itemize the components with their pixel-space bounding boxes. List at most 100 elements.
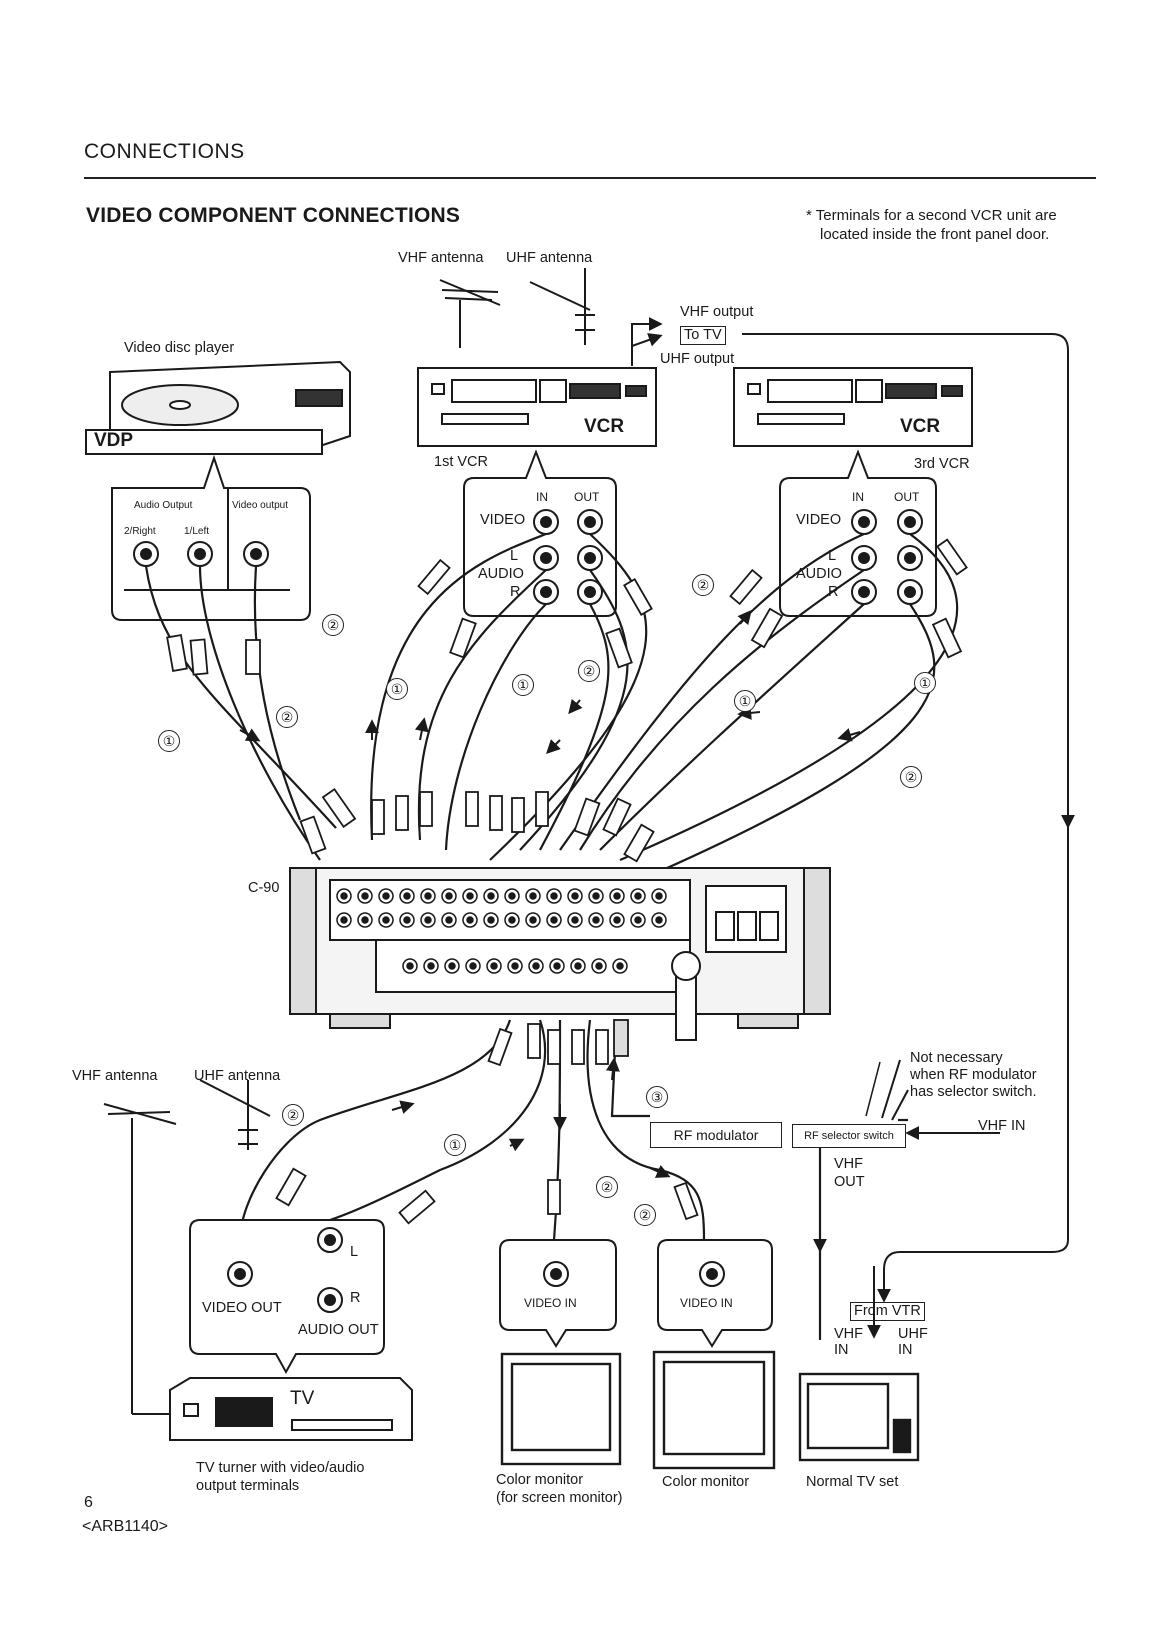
section-title: CONNECTIONS (84, 140, 245, 163)
vcr1-in-label: IN (536, 490, 548, 504)
tuner-l-label: L (350, 1244, 359, 1260)
vcr3-l-label: L (828, 548, 837, 564)
rf-selector-switch-box: RF selector switch (792, 1124, 906, 1148)
tv-uhf-in-1: UHF (898, 1326, 928, 1342)
callout-1: ① (512, 674, 534, 696)
rca-plugs (166, 538, 968, 863)
normal-tv-set-icon (798, 1372, 920, 1462)
vhf-antenna-top-icon (439, 279, 501, 348)
c90-jack-pin (592, 916, 600, 924)
vhf-in-label: VHF IN (978, 1118, 1026, 1134)
c90-jack-pin (424, 892, 432, 900)
video-disc-player-icon (85, 360, 351, 455)
c90-jack-pin (340, 916, 348, 924)
tuner-audio-out-label: AUDIO OUT (298, 1322, 379, 1338)
vcr1-brand: VCR (584, 416, 625, 437)
c90-jacks (336, 888, 667, 974)
vcr3-video-label: VIDEO (796, 512, 842, 528)
c90-jack-pin (424, 916, 432, 924)
vcr3-r-label: R (828, 584, 839, 600)
lower-cables (238, 1019, 908, 1340)
right-channel-label: 2/Right (124, 526, 156, 537)
video-in-a-label: VIDEO IN (524, 1296, 577, 1310)
c90-jack-pin (427, 962, 435, 970)
note-line: located inside the front panel door. (820, 226, 1050, 243)
callout-1: ① (914, 672, 936, 694)
c90-jack-pin (382, 892, 390, 900)
c90-jack-pin (445, 892, 453, 900)
vdp-terminal-panel (111, 454, 311, 621)
c90-jack-pin (466, 892, 474, 900)
vhf-output-label: VHF output (680, 304, 754, 320)
vcr3-brand: VCR (900, 416, 941, 437)
c90-jack-pin (469, 962, 477, 970)
c90-jack-pin (466, 916, 474, 924)
c90-jack-pin (655, 892, 663, 900)
color-monitor-b-icon (652, 1350, 776, 1470)
upper-arrows (239, 609, 861, 754)
tv-vhf-in-2: IN (834, 1342, 849, 1358)
document-code: <ARB1140> (82, 1518, 168, 1535)
to-tv-label: To TV (680, 326, 726, 345)
c90-jack-pin (550, 916, 558, 924)
vhf-antenna-bottom-label: VHF antenna (72, 1068, 158, 1084)
callout-2: ② (634, 1204, 656, 1226)
c90-jack-pin (616, 962, 624, 970)
c90-jack-pin (361, 892, 369, 900)
video-in-panel-b (657, 1239, 773, 1348)
vhf-antenna-bottom-icon (103, 1103, 177, 1415)
video-in-panel-a (499, 1239, 617, 1348)
tv-vhf-in-1: VHF (834, 1326, 863, 1342)
tuner-caption-2: output terminals (196, 1478, 300, 1494)
first-vcr-label: 1st VCR (434, 454, 488, 470)
vcr1-r-label: R (510, 584, 521, 600)
first-vcr-icon (417, 367, 657, 447)
vdp-brand: VDP (94, 430, 134, 451)
callout-1: ① (158, 730, 180, 752)
callout-2: ② (282, 1104, 304, 1126)
terminal-note: * Terminals for a second VCR unit are lo… (806, 206, 1057, 244)
c90-jack-pin (487, 916, 495, 924)
lower-plugs (275, 1019, 699, 1225)
not-necessary-note-3: has selector switch. (910, 1084, 1037, 1100)
lower-arrows (391, 1057, 1000, 1339)
vcr3-audio-label: AUDIO (796, 566, 842, 582)
vcr3-in-label: IN (852, 490, 864, 504)
video-output-label: Video output (232, 500, 288, 511)
color-monitor-a-label-1: Color monitor (496, 1472, 584, 1488)
callout-2: ② (900, 766, 922, 788)
c90-jack-pin (655, 916, 663, 924)
c90-jack-pin (445, 916, 453, 924)
tuner-caption-1: TV turner with video/audio (196, 1460, 365, 1476)
callout-2: ② (692, 574, 714, 596)
from-vtr-label: From VTR (850, 1302, 925, 1321)
c90-jack-pin (634, 892, 642, 900)
tuner-video-out-label: VIDEO OUT (202, 1300, 282, 1316)
rf-modulator-box: RF modulator (650, 1122, 782, 1148)
color-monitor-a-icon (500, 1352, 622, 1466)
uhf-output-label: UHF output (660, 351, 735, 367)
callout-1: ① (734, 690, 756, 712)
not-necessary-note-1: Not necessary (910, 1050, 1003, 1066)
vhf-antenna-label: VHF antenna (398, 250, 484, 266)
c90-jack-pin (571, 916, 579, 924)
callout-1: ① (386, 678, 408, 700)
video-disc-player-label: Video disc player (124, 340, 235, 356)
c90-jack-pin (574, 962, 582, 970)
header-rule (84, 177, 1096, 179)
c90-jack-pin (550, 892, 558, 900)
c90-jack-pin (529, 892, 537, 900)
callout-2: ② (322, 614, 344, 636)
callout-2: ② (596, 1176, 618, 1198)
uhf-antenna-label: UHF antenna (506, 250, 593, 266)
third-vcr-icon (733, 367, 973, 447)
third-vcr-label: 3rd VCR (914, 456, 970, 472)
uhf-antenna-bottom-icon (199, 1079, 271, 1150)
vcr3-terminal-panel (779, 449, 937, 617)
c90-label: C-90 (248, 880, 280, 896)
normal-tv-set-label: Normal TV set (806, 1474, 899, 1490)
tuner-terminal-panel (189, 1219, 385, 1375)
callout-2: ② (578, 660, 600, 682)
c90-jack-pin (613, 892, 621, 900)
